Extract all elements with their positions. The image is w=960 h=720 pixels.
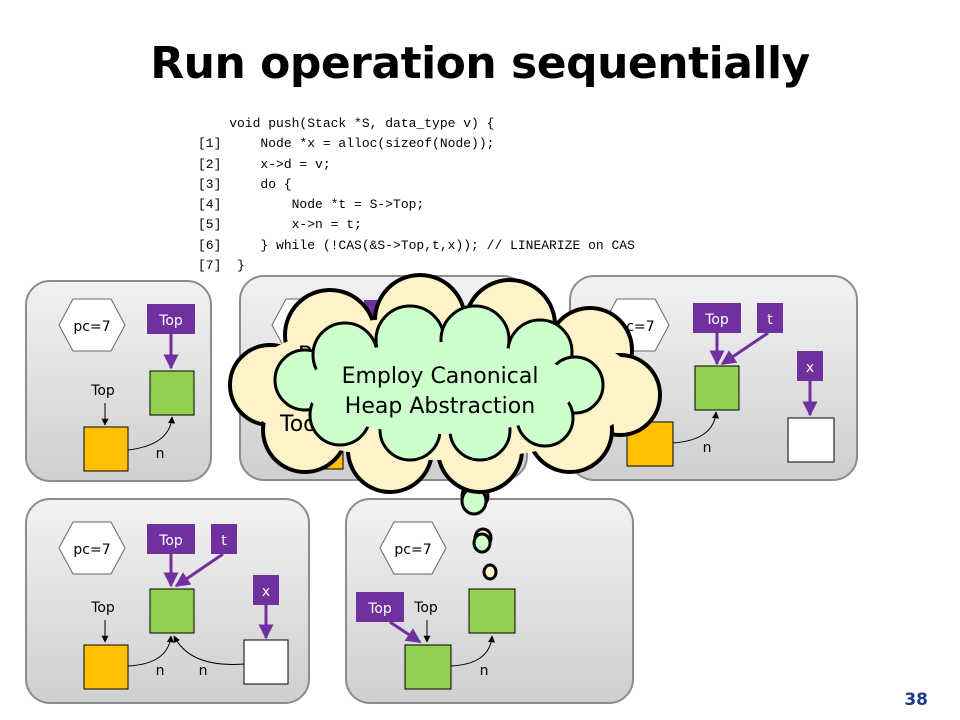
code-line: [3] do { [198, 176, 292, 192]
top-pointer-label: Top [158, 533, 183, 549]
top-label: Top [413, 600, 438, 616]
top-label: Top [90, 383, 115, 399]
t-pointer-label: t [767, 312, 773, 328]
top-pointer-arrow [389, 620, 422, 644]
state-panel-1: pc=7 Top Top n [25, 280, 212, 482]
code-line: [4] Node *t = S->Top; [198, 197, 425, 213]
x-pointer-label: x [262, 584, 270, 600]
n-label: n [480, 663, 489, 679]
top-pointer-box [147, 304, 195, 334]
n-label: n [199, 663, 208, 679]
n-label: n [703, 440, 712, 456]
top-pointer-box [693, 303, 741, 333]
green-node [149, 588, 195, 634]
white-node [243, 639, 289, 685]
code-line: [1] Node *x = alloc(sizeof(Node)); [198, 136, 495, 152]
n-label: n [156, 663, 165, 679]
x-pointer-box [797, 351, 823, 381]
pc-hexagon [58, 298, 126, 352]
x-pointer-label: x [806, 360, 814, 376]
n-edge [173, 635, 245, 665]
pc-label: pc=7 [73, 319, 110, 335]
green-node [694, 365, 740, 411]
pc-hexagon [379, 521, 447, 575]
pc-hexagon [58, 521, 126, 575]
top-pointer-label: Top [158, 313, 183, 329]
n-edge [127, 416, 176, 451]
cloud-text-line1: Employ Canonical [342, 364, 539, 389]
yellow-node [83, 644, 129, 690]
code-block: void push(Stack *S, data_type v) { [1] No… [198, 114, 635, 276]
n-label: n [156, 446, 165, 462]
state-panel-5: pc=7 Top Top n [345, 498, 634, 704]
green-node [468, 588, 516, 634]
top-label: Top [90, 600, 115, 616]
thought-dot [472, 532, 492, 554]
cloud-text-line2: Heap Abstraction [345, 394, 535, 419]
thought-cloud-front: Employ Canonical Heap Abstraction [273, 304, 605, 462]
white-node [787, 417, 835, 463]
pc-label: pc=7 [394, 542, 431, 558]
top-pointer-label: Top [367, 601, 392, 617]
code-line: void push(Stack *S, data_type v) { [198, 116, 495, 131]
n-edge [450, 635, 496, 667]
top-pointer-box [356, 592, 404, 622]
cloud-fill [305, 342, 575, 434]
n-edge [672, 411, 720, 444]
slide-title: Run operation sequentially [150, 38, 810, 89]
code-line: [7] } [198, 258, 245, 274]
t-pointer-arrow [174, 552, 224, 588]
green-node [149, 370, 195, 416]
t-pointer-box [757, 303, 783, 333]
yellow-node [83, 426, 129, 472]
code-line: [6] } while (!CAS(&S->Top,t,x)); // LINE… [198, 237, 635, 253]
thought-bubble-trail [460, 481, 498, 581]
page-number: 38 [904, 690, 928, 710]
top-pointer-label: Top [704, 312, 729, 328]
t-pointer-arrow [720, 331, 769, 366]
thought-dot [482, 563, 498, 581]
t-pointer-label: t [221, 533, 227, 549]
green-node [404, 644, 452, 690]
x-pointer-box [253, 575, 279, 605]
t-pointer-box [211, 524, 237, 554]
top-pointer-box [147, 524, 195, 554]
state-panel-4: pc=7 Top t x Top n n [25, 498, 310, 704]
code-line: [5] x->n = t; [198, 217, 362, 233]
code-line: [2] x->d = v; [198, 156, 331, 172]
n-edge [127, 635, 174, 667]
pc-label: pc=7 [73, 542, 110, 558]
